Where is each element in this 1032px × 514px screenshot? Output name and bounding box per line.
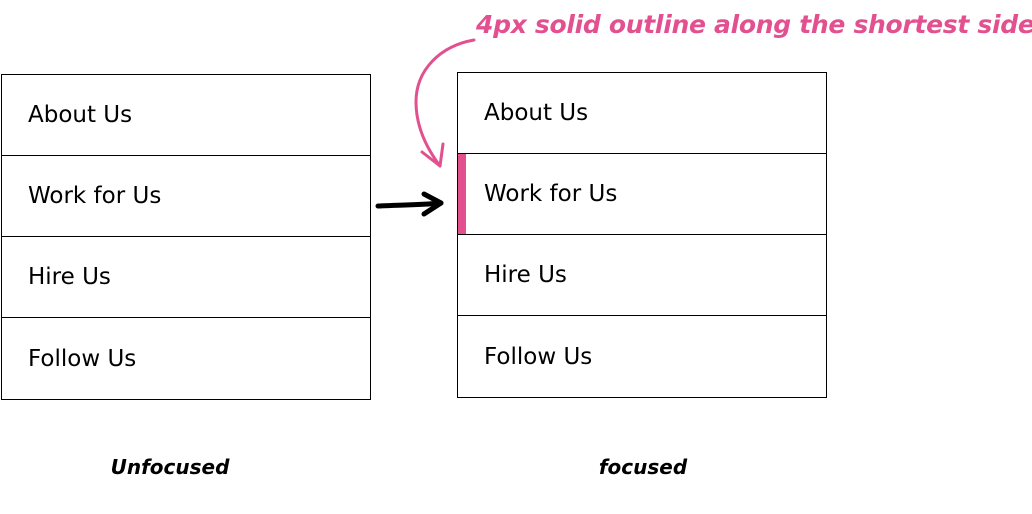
menu-item-about-us[interactable]: About Us (458, 73, 826, 154)
menu-item-label: Follow Us (28, 345, 137, 372)
unfocused-menu: About Us Work for Us Hire Us Follow Us (1, 74, 371, 400)
focused-caption: focused (598, 455, 688, 479)
outline-annotation: 4px solid outline along the shortest sid… (476, 10, 1032, 39)
menu-item-hire-us[interactable]: Hire Us (458, 235, 826, 316)
transition-arrow-icon (375, 191, 444, 217)
menu-item-follow-us[interactable]: Follow Us (458, 316, 826, 397)
menu-item-follow-us[interactable]: Follow Us (2, 318, 370, 399)
menu-item-label: About Us (28, 102, 133, 128)
menu-item-work-for-us-focused[interactable]: Work for Us (458, 154, 826, 235)
menu-item-label: Follow Us (484, 343, 593, 370)
focused-menu: About Us Work for Us Hire Us Follow Us (457, 72, 827, 398)
annotation-arrow-icon (414, 38, 476, 168)
menu-item-label: Hire Us (28, 264, 111, 290)
menu-item-label: Hire Us (484, 262, 567, 288)
menu-item-hire-us[interactable]: Hire Us (2, 237, 370, 318)
menu-item-work-for-us[interactable]: Work for Us (2, 156, 370, 237)
menu-item-label: Work for Us (484, 181, 618, 207)
menu-item-label: About Us (484, 100, 589, 126)
menu-item-label: Work for Us (28, 183, 162, 209)
menu-item-about-us[interactable]: About Us (2, 75, 370, 156)
unfocused-caption: Unfocused (110, 455, 230, 479)
